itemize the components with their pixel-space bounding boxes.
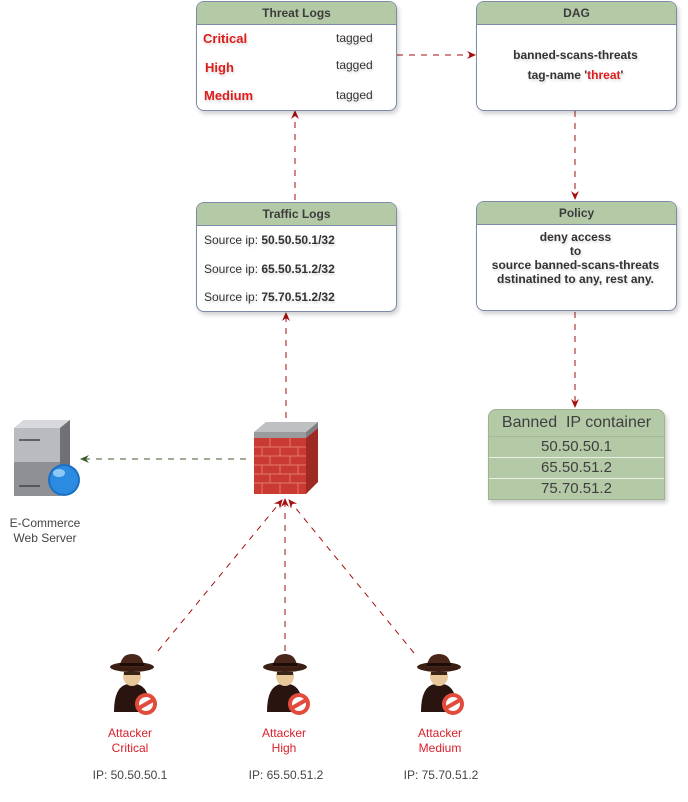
severity-critical: Critical [203,31,248,46]
policy-line-2: to [569,244,582,258]
traffic-row-ip: 65.50.51.2/32 [261,262,335,276]
traffic-row-2: Source ip: 65.50.51.2/32 [204,262,335,276]
dag-tag-prefix: tag-name ' [527,68,588,82]
traffic-row-label: Source ip: [204,290,262,304]
dag-box[interactable]: DAG [476,1,677,111]
policy-line-4: dstinatined to any, rest any. [497,272,654,286]
banned-ip-container-title: Banned IP container [489,410,664,437]
banned-ip-container[interactable]: Banned IP container 50.50.50.1 65.50.51.… [488,409,665,500]
traffic-row-ip: 50.50.50.1/32 [261,233,335,247]
banned-ip-row: 75.70.51.2 [541,480,612,497]
attacker-label-line1: Attacker [417,726,462,740]
traffic-row-3: Source ip: 75.70.51.2/32 [204,290,335,304]
server-label: E-Commerce Web Server [0,516,90,546]
attacker-high-icon[interactable] [257,650,313,718]
attacker-label-line1: Attacker [261,726,306,740]
traffic-row-ip: 75.70.51.2/32 [261,290,335,304]
policy-line-3: source banned-scans-threats [491,258,660,272]
attacker-medium-ip: IP: 75.70.51.2 [403,768,479,782]
attacker-label-line2: Critical [111,741,149,755]
status-critical: tagged [336,31,373,45]
attacker-label-line2: High [271,741,297,755]
attacker-label-line1: Attacker [107,726,152,740]
traffic-row-label: Source ip: [204,262,262,276]
dag-tag-name: tag-name 'threat' [476,68,675,82]
server-label-line2: Web Server [13,531,77,545]
traffic-row-label: Source ip: [204,233,262,247]
attacker-medium-label: Attacker Medium [400,726,480,756]
firewall-icon[interactable] [250,418,320,496]
dag-tag-value: threat [587,68,621,82]
attacker-high-label: Attacker High [244,726,324,756]
connector-attacker-critical [157,499,283,652]
policy-title: Policy [477,202,676,225]
policy-box[interactable]: Policy [476,201,677,311]
dag-title: DAG [477,2,676,25]
attacker-critical-ip: IP: 50.50.50.1 [92,768,168,782]
attacker-high-ip: IP: 65.50.51.2 [248,768,324,782]
attacker-critical-icon[interactable] [104,650,160,718]
traffic-logs-title: Traffic Logs [197,203,396,226]
banned-ip-row: 65.50.51.2 [489,458,664,479]
dag-tag-suffix: ' [620,68,624,82]
severity-high: High [205,60,234,75]
server-label-line1: E-Commerce [9,516,81,530]
attacker-label-line2: Medium [418,741,462,755]
policy-line-1: deny access [539,230,612,244]
connector-attacker-medium [288,499,415,654]
server-icon[interactable] [10,418,82,500]
threat-logs-title: Threat Logs [197,2,396,25]
status-medium: tagged [336,88,373,102]
attacker-medium-icon[interactable] [411,650,467,718]
status-high: tagged [336,58,373,72]
severity-medium: Medium [204,88,254,103]
banned-ip-row: 50.50.50.1 [489,437,664,458]
traffic-logs-box[interactable]: Traffic Logs [196,202,397,312]
threat-logs-box[interactable]: Threat Logs [196,1,397,111]
traffic-row-1: Source ip: 50.50.50.1/32 [204,233,335,247]
attacker-critical-label: Attacker Critical [90,726,170,756]
dag-group-name: banned-scans-threats [513,48,638,62]
